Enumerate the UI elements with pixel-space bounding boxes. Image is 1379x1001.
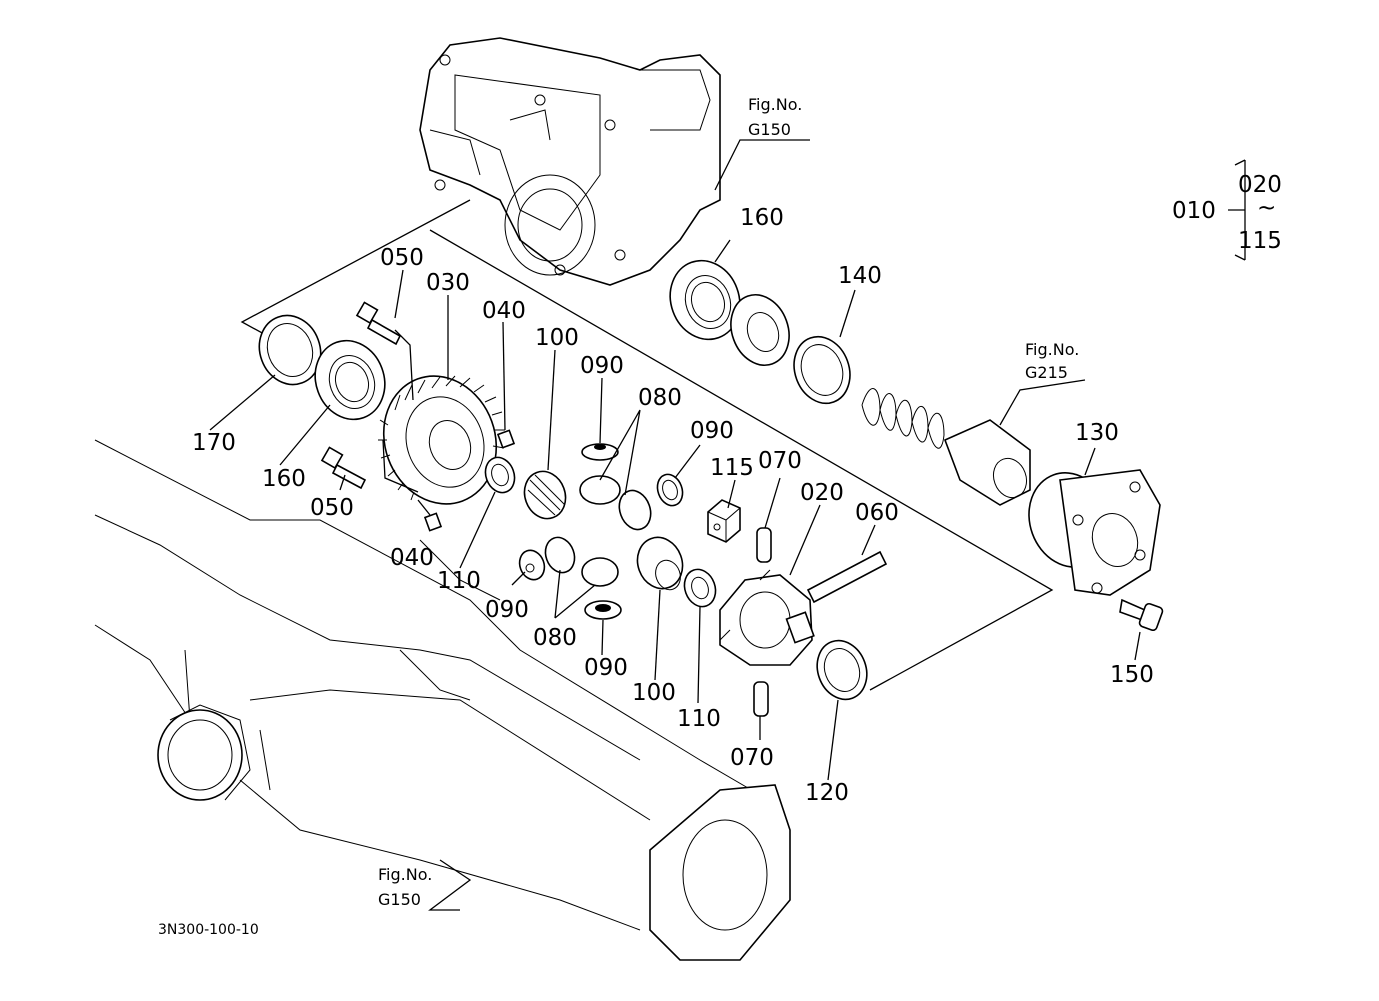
svg-text:G150: G150 [748, 120, 791, 139]
callout-060: 060 [855, 500, 899, 526]
part-030-ring-gear [378, 375, 505, 505]
part-130-cover [1028, 469, 1161, 596]
part-100-side-gear-right [636, 536, 684, 591]
part-090-washer-top [581, 443, 619, 461]
part-090-washer-left [518, 549, 546, 581]
callout-090-left: 090 [485, 597, 529, 623]
svg-text:Fig.No.: Fig.No. [748, 95, 802, 114]
part-050-bolt-upper [355, 301, 402, 346]
part-040-pin-lower [423, 512, 443, 532]
callout-100-lower: 100 [632, 680, 676, 706]
part-160-bearing-left [314, 339, 386, 421]
svg-text:G150: G150 [378, 890, 421, 909]
callout-040-upper: 040 [482, 298, 526, 324]
part-150-bolt [1119, 598, 1164, 632]
callout-110-right: 110 [677, 706, 721, 732]
part-080-pinion-lower [544, 536, 619, 587]
svg-text:115: 115 [1238, 228, 1282, 254]
callout-130: 130 [1075, 420, 1119, 446]
svg-text:020: 020 [1238, 172, 1282, 198]
diff-lock-shifter [943, 419, 1031, 506]
transmission-case [419, 37, 721, 286]
callout-050-lower: 050 [310, 495, 354, 521]
part-070-pin-lower [753, 681, 769, 717]
callout-115: 115 [710, 455, 754, 481]
part-120-washer [816, 639, 868, 701]
callout-160-left: 160 [262, 466, 306, 492]
svg-text:010: 010 [1172, 198, 1216, 224]
callout-090-bottom: 090 [584, 655, 628, 681]
callout-030: 030 [426, 270, 470, 296]
callout-070-upper: 070 [758, 448, 802, 474]
callout-090-right: 090 [690, 418, 734, 444]
callout-140: 140 [838, 263, 882, 289]
part-110-washer-right [683, 568, 717, 608]
part-170-seal [258, 314, 322, 386]
callout-050-upper: 050 [380, 245, 424, 271]
callout-150: 150 [1110, 662, 1154, 688]
callout-170: 170 [192, 430, 236, 456]
part-040-pin-upper [496, 429, 516, 449]
callout-080-upper: 080 [638, 385, 682, 411]
exploded-envelope [240, 199, 1054, 691]
svg-text:Fig.No.: Fig.No. [378, 865, 432, 884]
callout-110-left: 110 [437, 568, 481, 594]
callout-090-top: 090 [580, 353, 624, 379]
part-090-washer-right [656, 473, 684, 507]
diff-lock-clutch-ring [730, 294, 790, 366]
callout-160-right: 160 [740, 205, 784, 231]
svg-text:G215: G215 [1025, 363, 1068, 382]
svg-text:~: ~ [1257, 195, 1276, 221]
part-160-bearing-right [669, 259, 741, 341]
diff-lock-spring [861, 388, 945, 449]
part-110-washer-left [484, 456, 516, 494]
fig-ref-right: Fig.No. G215 [1025, 340, 1079, 382]
part-115-block [707, 499, 741, 543]
leader-lines [209, 139, 1246, 911]
callout-120: 120 [805, 780, 849, 806]
svg-text:Fig.No.: Fig.No. [1025, 340, 1079, 359]
diagram-code: 3N300-100-10 [158, 922, 259, 938]
part-060-shaft [806, 550, 888, 604]
part-070-pin-upper [756, 527, 772, 563]
callout-080-lower: 080 [533, 625, 577, 651]
part-020-diff-case [719, 569, 815, 666]
fig-ref-top: Fig.No. G150 [748, 95, 802, 139]
part-080-pinion-upper [579, 475, 652, 531]
callout-labels: 050 030 040 100 090 080 090 115 070 020 … [192, 205, 1154, 806]
fig-ref-bottom: Fig.No. G150 [378, 865, 432, 909]
part-140-ring [793, 335, 851, 405]
callout-070-lower: 070 [730, 745, 774, 771]
part-050-bolt-lower [320, 446, 367, 490]
part-090-washer-bottom [584, 600, 622, 620]
part-100-side-gear-left [523, 470, 567, 520]
assembly-bracket: 010 020 ~ 115 [1172, 172, 1282, 254]
axle-housing [94, 439, 791, 961]
callout-040-lower: 040 [390, 545, 434, 571]
callout-100-upper: 100 [535, 325, 579, 351]
callout-020: 020 [800, 480, 844, 506]
